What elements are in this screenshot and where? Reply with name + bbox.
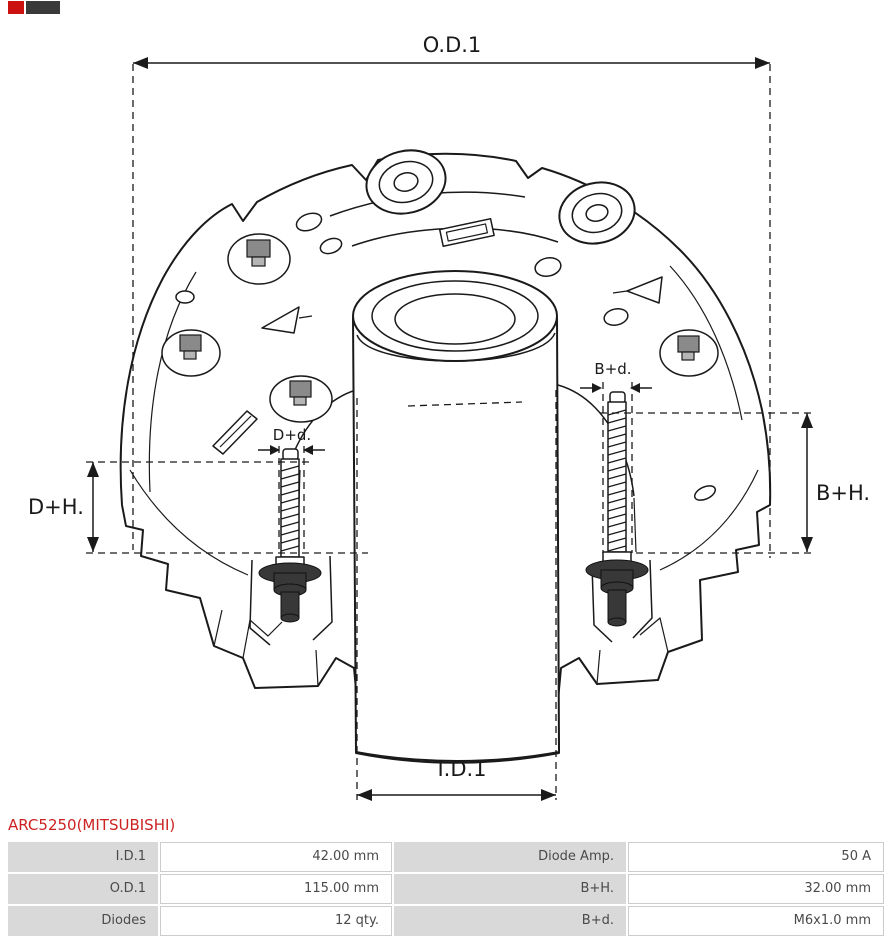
ring-terminal-left xyxy=(365,149,447,215)
diode-pad xyxy=(161,329,221,377)
plate-features xyxy=(161,149,719,501)
spec-label-cell: O.D.1 xyxy=(8,874,158,904)
stud-tip-end xyxy=(280,613,300,623)
spec-label-cell: I.D.1 xyxy=(8,842,158,872)
ring-terminal-right xyxy=(558,181,636,245)
left-foot-lines xyxy=(213,609,319,687)
spec-label-cell: Diode Amp. xyxy=(394,842,626,872)
tube-mid-ring xyxy=(371,280,539,352)
technical-drawing: O.D.1 I.D.1 D+H. B+H. D+d. xyxy=(28,33,870,801)
spec-value-cell: 12 qty. xyxy=(160,906,392,936)
diode-pad xyxy=(227,233,291,285)
stud-tip-end xyxy=(607,617,627,627)
spec-value-cell: 115.00 mm xyxy=(160,874,392,904)
diode-pad xyxy=(659,329,719,377)
tube-top-rim xyxy=(352,270,558,362)
dim-bd: B+d. xyxy=(580,360,652,553)
right-lower-rim xyxy=(659,469,759,571)
stud-threads xyxy=(280,465,300,552)
tube-body xyxy=(352,317,560,762)
stud-d-plus xyxy=(258,448,322,623)
dim-bh: B+H. xyxy=(600,412,870,554)
left-bracket xyxy=(249,555,333,646)
dim-label-bh: B+H. xyxy=(816,481,870,505)
dim-dh: D+H. xyxy=(28,461,368,554)
logo-red-block xyxy=(8,1,24,14)
dim-id1: I.D.1 xyxy=(356,390,557,801)
triangle-mark-right xyxy=(612,276,663,304)
stud-tip xyxy=(607,589,627,623)
dim-label-od1: O.D.1 xyxy=(423,33,482,57)
spec-table: I.D.1 42.00 mm Diode Amp. 50 A O.D.1 115… xyxy=(8,842,884,936)
as-pl-logo xyxy=(8,1,60,14)
vent-hole xyxy=(295,212,323,232)
spec-value-cell: 42.00 mm xyxy=(160,842,392,872)
left-lower-rim xyxy=(129,469,249,576)
spec-label-cell: Diodes xyxy=(8,906,158,936)
vent-hole xyxy=(693,485,717,501)
vent-hole xyxy=(534,257,562,277)
center-bore-tube xyxy=(352,270,560,762)
dim-od1: O.D.1 xyxy=(132,33,771,558)
product-title: ARC5250(MITSUBISHI) xyxy=(8,816,176,834)
dim-label-bd: B+d. xyxy=(594,360,631,378)
diode-pad xyxy=(269,375,333,423)
dim-label-dd: D+d. xyxy=(273,426,311,444)
dim-label-dh: D+H. xyxy=(28,495,84,519)
spec-label-cell: B+H. xyxy=(394,874,626,904)
stud-b-plus xyxy=(585,391,649,627)
dim-label-id1: I.D.1 xyxy=(437,757,486,781)
spec-label-cell: B+d. xyxy=(394,906,626,936)
triangle-mark-left xyxy=(261,306,313,334)
spec-value-cell: 50 A xyxy=(628,842,884,872)
spec-value-cell: M6x1.0 mm xyxy=(628,906,884,936)
spec-value-cell: 32.00 mm xyxy=(628,874,884,904)
right-rim-line xyxy=(669,265,743,421)
right-foot-lines xyxy=(596,617,669,685)
right-bracket xyxy=(591,559,653,643)
dim-dd: D+d. xyxy=(258,426,325,553)
vent-hole xyxy=(175,290,195,304)
side-slot xyxy=(212,410,258,455)
vent-hole xyxy=(603,308,629,326)
terminal-slot xyxy=(438,218,495,247)
logo-dark-block xyxy=(26,1,60,14)
tube-bore xyxy=(394,293,516,345)
vent-hole xyxy=(319,237,343,255)
